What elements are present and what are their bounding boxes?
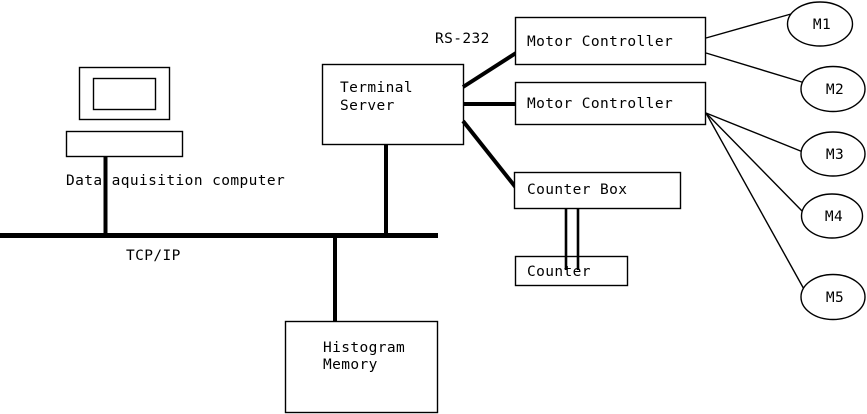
rs232-label: RS-232	[435, 31, 490, 47]
counter-label: Counter	[527, 264, 591, 280]
data-acquisition-computer-label: Data aquisition computer	[66, 173, 285, 189]
link-motor-controller-2-to-motor-3	[705, 112, 804, 153]
motor-controller-2-label: Motor Controller	[527, 96, 673, 112]
link-terminal-server-to-motor-controller-1	[461, 51, 518, 89]
monitor-screen-icon	[92, 77, 157, 111]
histogram-memory-label-line2: Memory	[323, 357, 378, 373]
computer-base-icon	[65, 130, 184, 158]
link-motor-controller-1-to-motor-2	[705, 52, 806, 84]
link-motor-controller-2-to-motor-4	[705, 112, 805, 214]
motor-3-ellipse[interactable]	[800, 131, 866, 177]
data-acquisition-computer	[65, 66, 184, 158]
histogram-memory-box[interactable]	[284, 320, 439, 414]
motor-controller-1-box[interactable]	[514, 16, 707, 66]
counter-box[interactable]	[514, 255, 629, 287]
histogram-memory-label-line1: Histogram	[323, 340, 405, 356]
terminal-server-box[interactable]	[321, 63, 465, 146]
motor-4-label: M4	[825, 209, 843, 225]
link-terminal-server-to-counter-box	[461, 119, 519, 191]
link-motor-controller-1-to-motor-1	[705, 13, 792, 39]
motor-1-label: M1	[813, 17, 831, 33]
motor-4-ellipse[interactable]	[800, 193, 864, 239]
motor-1-ellipse[interactable]	[786, 1, 854, 47]
link-motor-controller-2-to-motor-5	[705, 112, 806, 292]
motor-5-ellipse[interactable]	[800, 273, 866, 321]
motor-controller-1-label: Motor Controller	[527, 34, 673, 50]
terminal-server-label-line1: Terminal	[340, 80, 413, 96]
counter-box-box[interactable]	[513, 171, 682, 210]
counter-box-label: Counter Box	[527, 182, 627, 198]
motor-2-label: M2	[826, 82, 844, 98]
terminal-server-label-line2: Server	[340, 98, 395, 114]
motor-controller-2-box[interactable]	[514, 81, 707, 126]
motor-3-label: M3	[826, 147, 844, 163]
motor-5-label: M5	[826, 290, 844, 306]
motor-2-ellipse[interactable]	[800, 65, 866, 113]
tcpip-label: TCP/IP	[126, 248, 181, 264]
